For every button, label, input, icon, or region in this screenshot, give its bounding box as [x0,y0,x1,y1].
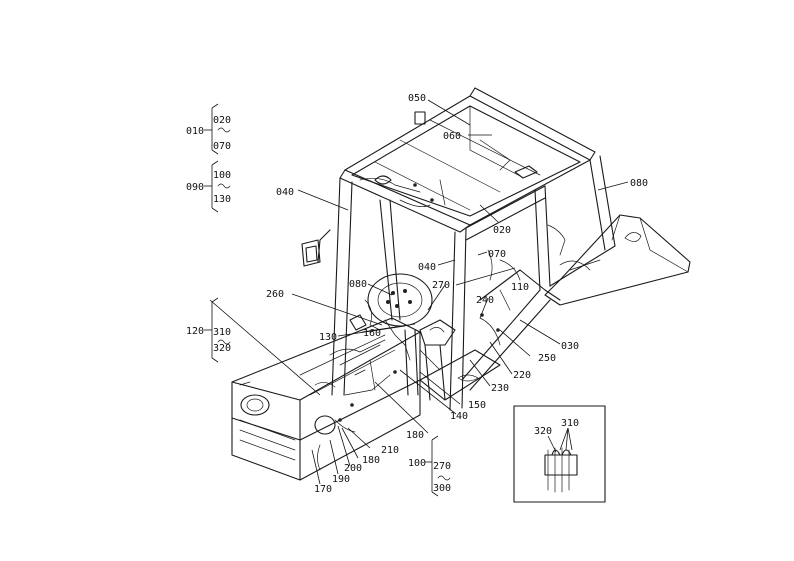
callout-040-pillar: 040 [418,262,436,273]
callout-labels: 050 060 010 020 070 090 100 130 040 080 … [186,93,648,495]
cab-floor [419,349,501,401]
detail-inset [513,405,606,503]
callout-180-lower: 180 [362,455,380,466]
callout-120: 120 [186,326,204,337]
callout-210: 210 [381,445,399,456]
callout-190: 190 [332,474,350,485]
callout-240: 240 [476,295,494,306]
wire-harness [317,178,566,471]
callout-180: 180 [406,430,424,441]
left-mirror [301,229,331,267]
callout-010: 010 [186,126,204,137]
callout-060: 060 [443,131,461,142]
callout-260: 260 [266,289,284,300]
callout-270-lower: 270 [433,461,451,472]
callout-050: 050 [408,93,426,104]
right-fender [544,214,691,306]
leader-lines [204,99,629,497]
callout-270: 270 [432,280,450,291]
callout-100-lower: 100 [408,458,426,469]
callout-100: 100 [213,170,231,181]
callout-040: 040 [276,187,294,198]
callout-310-inset: 310 [561,418,579,429]
callout-320: 320 [213,343,231,354]
callout-200: 200 [344,463,362,474]
callout-300: 300 [433,483,451,494]
callout-220: 220 [513,370,531,381]
cab-roof [339,87,596,233]
callout-080: 080 [349,279,367,290]
callout-030: 030 [561,341,579,352]
callout-130: 130 [213,194,231,205]
callout-150: 150 [468,400,486,411]
callout-170: 170 [314,484,332,495]
range-tildes [217,127,451,481]
callout-130: 130 [319,332,337,343]
callout-160: 160 [363,328,381,339]
callout-310: 310 [213,327,231,338]
callout-140: 140 [450,411,468,422]
callout-020-roof: 020 [493,225,511,236]
callout-090: 090 [186,182,204,193]
callout-230: 230 [491,383,509,394]
callout-250: 250 [538,353,556,364]
callout-110: 110 [511,282,529,293]
steering-column [367,199,456,401]
callout-070-door: 070 [488,249,506,260]
callout-020: 020 [213,115,231,126]
callout-320-inset: 320 [534,426,552,437]
callout-080-right: 080 [630,178,648,189]
callout-070: 070 [213,141,231,152]
